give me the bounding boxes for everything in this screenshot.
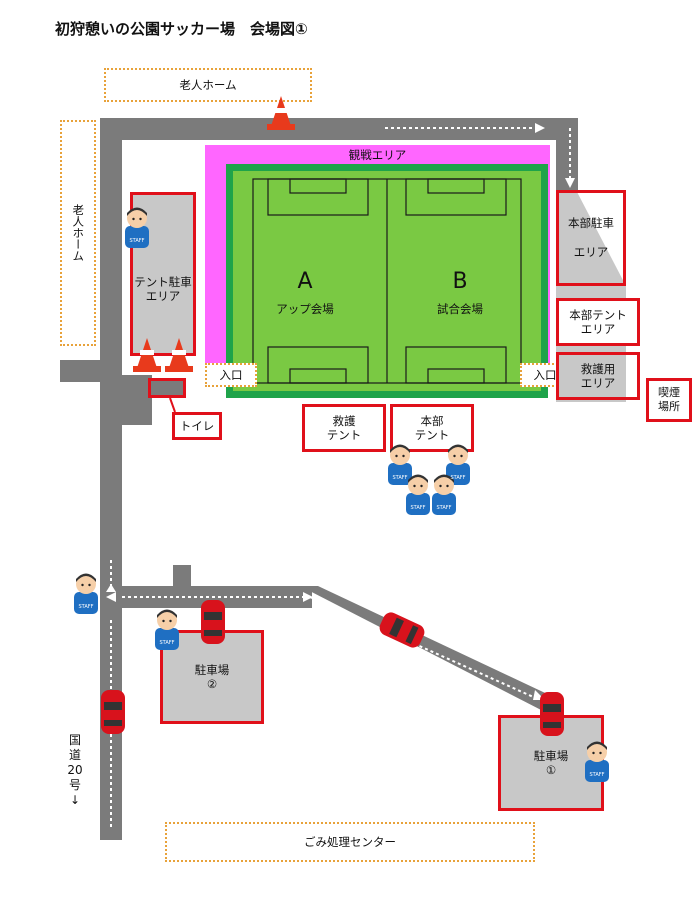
waste-center-label: ごみ処理センター xyxy=(304,834,396,849)
toilet-label: トイレ xyxy=(179,418,215,433)
first-aid-tent: 救護 テント xyxy=(302,404,386,452)
hq-tent-label: 本部 テント xyxy=(414,413,450,442)
tent-parking-label: テント駐車 エリア xyxy=(134,274,192,303)
entrance-left: 入口 xyxy=(205,363,257,387)
smoking-label: 喫煙 場所 xyxy=(658,386,680,413)
spectator-area-label: 観戦エリア xyxy=(348,147,407,162)
road-left-vertical xyxy=(100,118,122,840)
elderly-home-left-box: 老人ホーム xyxy=(60,120,96,346)
road-toilet-spur xyxy=(122,375,152,425)
elderly-home-top-label: 老人ホーム xyxy=(179,77,237,92)
car-icon xyxy=(101,690,125,734)
road-top xyxy=(100,118,578,140)
smoking-area: 喫煙 場所 xyxy=(646,378,692,422)
parking-lot-2-label: 駐車場 ② xyxy=(194,662,230,691)
staff-badge: STAFF xyxy=(410,505,425,511)
waste-center-box: ごみ処理センター xyxy=(165,822,535,862)
parking-lot-1-label: 駐車場 ① xyxy=(533,748,569,777)
first-aid-tent-label: 救護 テント xyxy=(326,413,362,442)
elderly-home-top-box: 老人ホーム xyxy=(104,68,312,102)
car-icon xyxy=(201,600,225,644)
staff-badge: STAFF xyxy=(450,475,465,481)
entrance-right-label: 入口 xyxy=(533,367,557,382)
cone-icon xyxy=(267,96,295,130)
toilet-label-box: トイレ xyxy=(172,412,222,440)
field-b-letter: B xyxy=(452,269,468,295)
cone-icon xyxy=(133,338,161,372)
route-20-label: 国 道 20 号 ↓ xyxy=(67,732,83,807)
staff-badge: STAFF xyxy=(589,772,604,778)
toilet-structure xyxy=(148,378,186,398)
entrance-left-label: 入口 xyxy=(219,367,243,382)
car-icon xyxy=(379,612,425,648)
field-lines xyxy=(252,178,522,384)
first-aid-area: 救護用 エリア xyxy=(556,352,640,400)
road-left-spur xyxy=(60,360,122,382)
hq-tent-area: 本部テント エリア xyxy=(556,298,640,346)
right-gray-areas xyxy=(556,190,626,402)
road-middle-stub xyxy=(173,565,191,590)
staff-badge: STAFF xyxy=(392,475,407,481)
car-icon xyxy=(540,692,564,736)
field-b-name: 試合会場 xyxy=(437,301,483,316)
first-aid-area-label: 救護用 エリア xyxy=(580,361,616,390)
cone-icon xyxy=(165,338,193,372)
page-title: 初狩憩いの公園サッカー場 会場図① xyxy=(55,20,308,38)
road-top-right-down xyxy=(556,118,578,190)
hq-tent: 本部 テント xyxy=(390,404,474,452)
staff-badge: STAFF xyxy=(78,604,93,610)
staff-badge: STAFF xyxy=(129,238,144,244)
staff-badge: STAFF xyxy=(159,640,174,646)
staff-badge: STAFF xyxy=(436,505,451,511)
hq-parking-label: 本部駐車 エリア xyxy=(568,216,614,260)
hq-parking-area: 本部駐車 エリア xyxy=(556,190,626,286)
hq-tent-area-label: 本部テント エリア xyxy=(569,307,627,336)
elderly-home-left-label: 老人ホーム xyxy=(71,204,86,262)
field-a-letter: A xyxy=(297,269,313,295)
field-a-name: アップ会場 xyxy=(276,301,334,316)
